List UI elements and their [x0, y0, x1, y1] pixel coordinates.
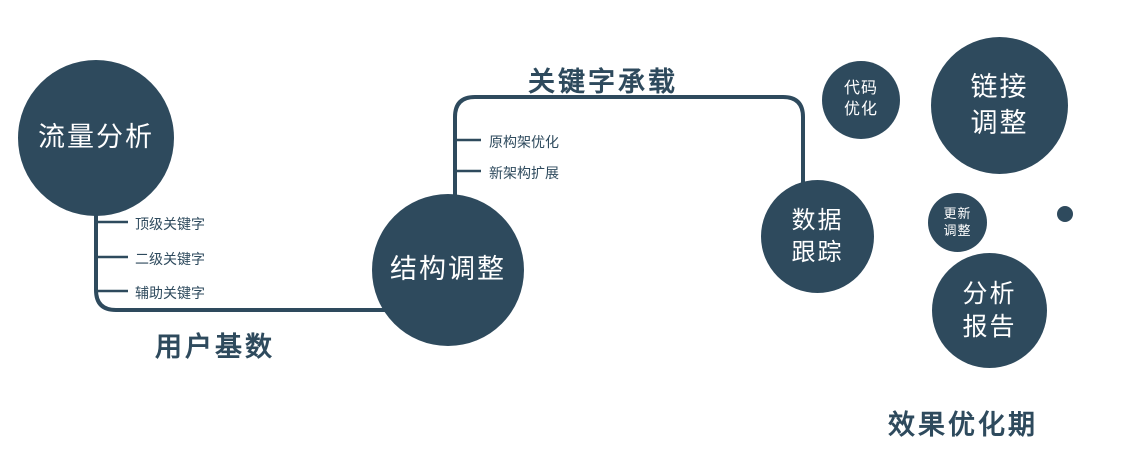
node-update-adjust: 更新 调整 — [928, 193, 987, 252]
node-link-adjust: 链接 调整 — [931, 37, 1068, 174]
node-analysis-report: 分析 报告 — [932, 253, 1047, 368]
node-link-adjust-line2: 调整 — [970, 107, 1029, 138]
node-code-optimization: 代码 优化 — [822, 61, 900, 139]
edge-structure-to-tracking — [453, 95, 805, 210]
node-data-tracking: 数据 跟踪 — [761, 180, 874, 293]
branch-label-new-architecture: 新架构扩展 — [489, 165, 559, 181]
node-analysis-report-line2: 报告 — [962, 312, 1017, 341]
node-analysis-report-line1: 分析 — [962, 280, 1017, 308]
bullet-dot — [1057, 206, 1073, 222]
node-traffic-analysis: 流量分析 — [18, 60, 174, 216]
node-data-tracking-line1: 数据 — [791, 207, 844, 235]
branch-label-auxiliary-keywords: 辅助关键字 — [135, 285, 205, 301]
node-data-tracking-line2: 跟踪 — [791, 238, 844, 266]
node-code-optimization-line2: 优化 — [843, 101, 878, 118]
branch-label-top-keywords: 顶级关键字 — [135, 216, 205, 232]
node-code-optimization-line1: 代码 — [843, 80, 878, 98]
node-structure-adjust: 结构调整 — [372, 194, 524, 346]
branch-label-secondary-keywords: 二级关键字 — [135, 251, 205, 267]
branch-label-original-architecture: 原构架优化 — [489, 134, 559, 150]
caption-effect-optimization-period: 效果优化期 — [888, 410, 1038, 440]
node-traffic-analysis-label: 流量分析 — [38, 122, 154, 153]
node-structure-adjust-label: 结构调整 — [390, 254, 506, 285]
node-update-adjust-line1: 更新 — [943, 205, 972, 221]
edge-label-user-base: 用户基数 — [155, 332, 275, 362]
edge-label-keyword-carrying: 关键字承载 — [528, 67, 678, 97]
node-update-adjust-line2: 调整 — [943, 222, 972, 238]
node-link-adjust-line1: 链接 — [970, 72, 1029, 103]
